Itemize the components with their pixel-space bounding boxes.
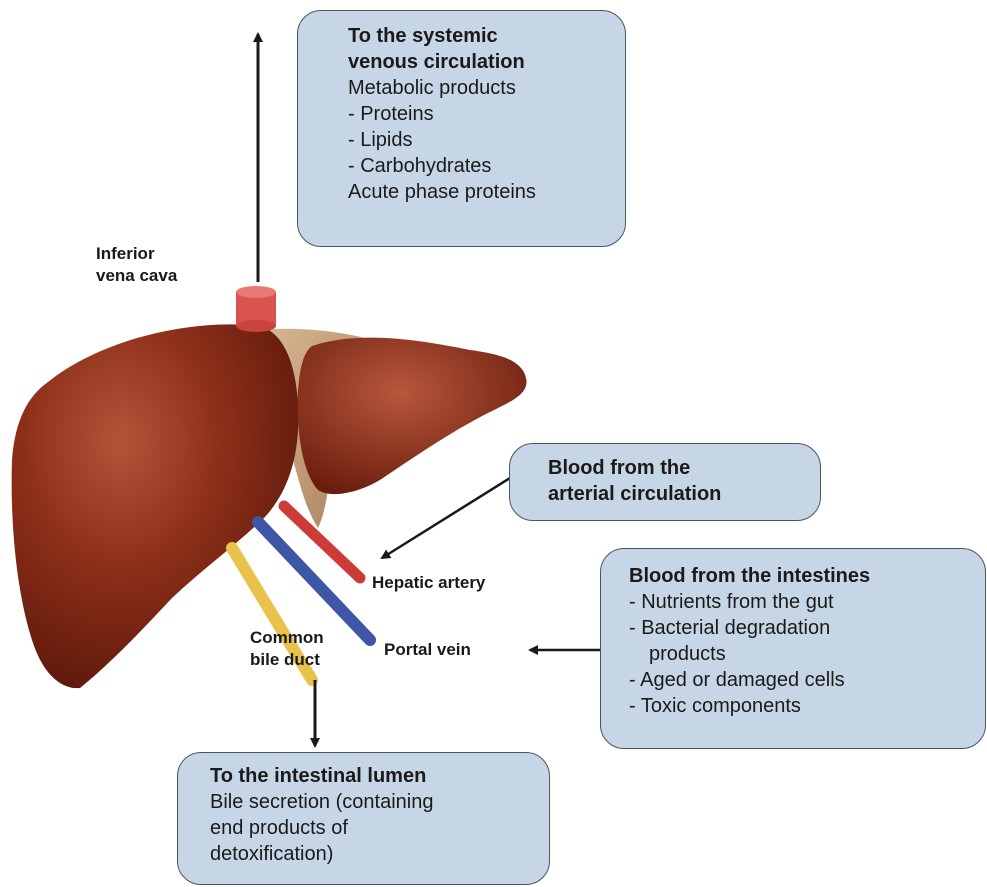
lumen-title: To the intestinal lumen: [210, 763, 539, 789]
systemic-title-line-2: venous circulation: [348, 49, 611, 75]
intestines-title: Blood from the intestines: [629, 563, 975, 589]
systemic-item: - Proteins: [348, 101, 611, 127]
systemic-tail: Acute phase proteins: [348, 179, 611, 205]
hepatic-artery-label: Hepatic artery: [372, 572, 485, 594]
lumen-line: end products of: [210, 815, 539, 841]
systemic-item: - Lipids: [348, 127, 611, 153]
ivc-label-line-2: vena cava: [96, 265, 177, 287]
systemic-circulation-box: To the systemic venous circulation Metab…: [297, 10, 626, 247]
systemic-item: - Carbohydrates: [348, 153, 611, 179]
ivc-label: Inferior vena cava: [96, 243, 177, 287]
systemic-title-line-1: To the systemic: [348, 23, 611, 49]
intestines-box: Blood from the intestines - Nutrients fr…: [600, 548, 986, 749]
intestines-item-cont: products: [629, 641, 975, 667]
intestinal-lumen-box: To the intestinal lumen Bile secretion (…: [177, 752, 550, 885]
vena-cava-icon: [236, 286, 276, 332]
ivc-label-line-1: Inferior: [96, 243, 177, 265]
bile-duct-label-line-2: bile duct: [250, 649, 324, 671]
liver-left-lobe: [298, 338, 527, 494]
intestines-item: - Nutrients from the gut: [629, 589, 975, 615]
bile-duct-label-line-1: Common: [250, 627, 324, 649]
common-bile-duct-label: Common bile duct: [250, 627, 324, 671]
arterial-title-line-2: arterial circulation: [548, 481, 810, 507]
intestines-item: - Bacterial degradation: [629, 615, 975, 641]
intestines-item: - Aged or damaged cells: [629, 667, 975, 693]
lumen-line: detoxification): [210, 841, 539, 867]
portal-vein-label: Portal vein: [384, 639, 471, 661]
lumen-line: Bile secretion (containing: [210, 789, 539, 815]
arterial-circulation-box: Blood from the arterial circulation: [509, 443, 821, 521]
arrow-arterial: [382, 478, 510, 558]
systemic-lead: Metabolic products: [348, 75, 611, 101]
intestines-item: - Toxic components: [629, 693, 975, 719]
arterial-title-line-1: Blood from the: [548, 455, 810, 481]
